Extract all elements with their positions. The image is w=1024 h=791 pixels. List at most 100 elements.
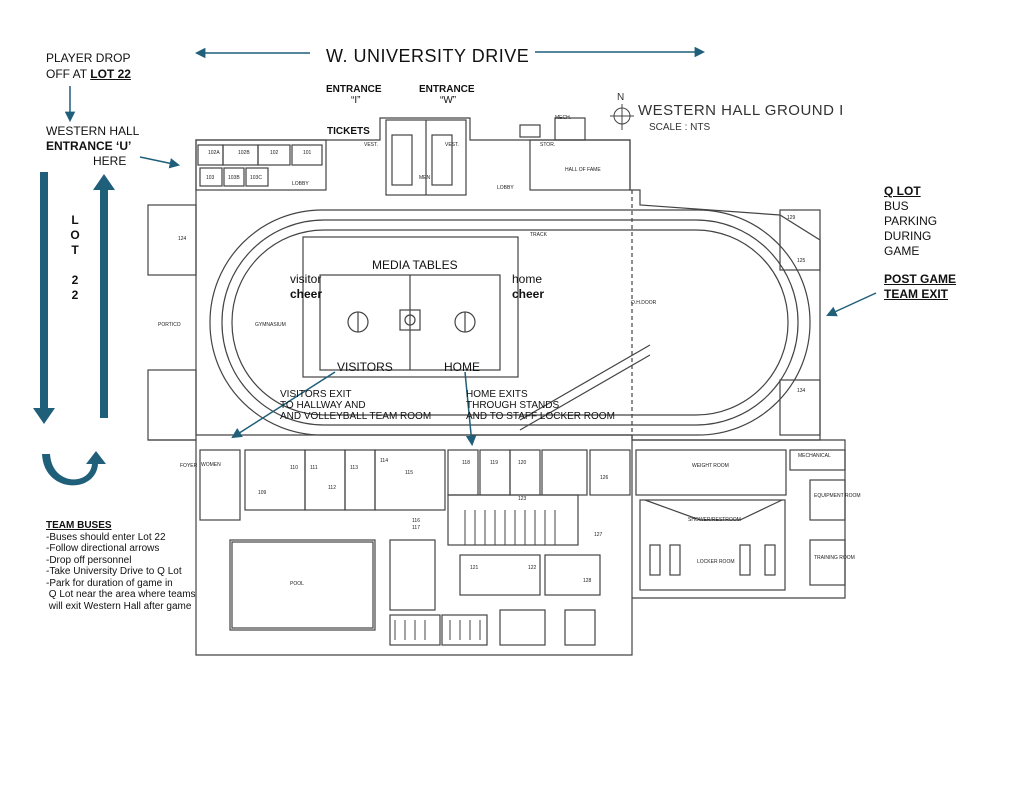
entrance-w-title: ENTRANCE <box>419 84 475 95</box>
street-name: W. UNIVERSITY DRIVE <box>326 46 530 66</box>
q-lot-title: Q LOT <box>884 184 921 198</box>
room-number: 114 <box>380 458 388 464</box>
team-buses-title: TEAM BUSES <box>46 520 112 531</box>
room-number: 134 <box>797 388 806 394</box>
visitors-exit-line: VISITORS EXIT <box>280 389 352 400</box>
room-number: 101 <box>303 150 312 156</box>
entrance-u-line2: ENTRANCE ‘U’ <box>46 139 132 153</box>
plan-label: LOCKER ROOM <box>697 559 735 565</box>
home-exit-arrow <box>464 371 477 447</box>
room-number: 127 <box>594 532 603 538</box>
lot22-letter: L <box>71 213 79 227</box>
entrance-i-title: ENTRANCE <box>326 84 382 95</box>
post-game-line2: TEAM EXIT <box>884 287 949 301</box>
entrance-u-arrow <box>139 156 181 169</box>
plan-title: WESTERN HALL GROUND I <box>638 102 844 119</box>
north-letter: N <box>617 92 625 103</box>
room-number: 103B <box>228 175 240 181</box>
entrance-u-line3: HERE <box>93 154 127 168</box>
plan-label: O.H.DOOR <box>631 300 657 306</box>
visitor-label: visitor <box>290 272 322 286</box>
plan-label: HALL OF FAME <box>565 167 601 173</box>
room-number: 124 <box>178 236 187 242</box>
team-buses-line: -Take University Drive to Q Lot <box>46 566 182 577</box>
player-drop-line1: PLAYER DROP <box>46 51 131 65</box>
visitors-exit-arrow <box>231 371 336 439</box>
plan-label: MECHANICAL <box>798 453 831 459</box>
plan-label: VEST. <box>364 142 378 148</box>
room-number: 122 <box>528 565 537 571</box>
room-number: 111 <box>310 465 318 471</box>
home-caps-label: HOME <box>444 360 480 374</box>
plan-label: TRACK <box>530 232 547 238</box>
home-exits-line: THROUGH STANDS <box>466 400 560 411</box>
room-number: 125 <box>797 258 806 264</box>
pool <box>231 541 374 629</box>
room-number: 113 <box>350 465 358 471</box>
plan-label: SHOWER/RESTROOM <box>688 517 741 523</box>
plan-label: WOMEN <box>201 462 221 468</box>
room-number: 118 <box>462 460 470 466</box>
team-buses-notes: TEAM BUSES -Buses should enter Lot 22 -F… <box>46 520 196 612</box>
lot22-letter: O <box>70 228 80 242</box>
running-track <box>209 209 811 436</box>
player-drop-lot: LOT 22 <box>90 67 131 81</box>
visitors-exit-line: TO HALLWAY AND <box>280 400 366 411</box>
room-number: 128 <box>583 578 592 584</box>
team-buses-line: -Buses should enter Lot 22 <box>46 531 166 543</box>
tickets-label: TICKETS <box>327 126 370 137</box>
plan-label: EQUIPMENT ROOM <box>814 493 861 499</box>
q-lot-line: BUS <box>884 199 909 213</box>
room-number: 109 <box>258 490 267 496</box>
team-buses-line: -Drop off personnel <box>46 554 132 566</box>
visitors-label: VISITORS <box>337 360 393 374</box>
room-number: 117 <box>412 525 420 531</box>
entrance-w-letter: “W” <box>440 95 457 106</box>
lot22-letter: 2 <box>71 273 79 287</box>
room-number: 126 <box>600 475 609 481</box>
room-number: 102A <box>208 150 220 156</box>
plan-label: LOBBY <box>497 185 514 191</box>
plan-label: VEST. <box>445 142 459 148</box>
lot22-letter: 2 <box>71 288 79 302</box>
home-exits-note: HOME EXITS THROUGH STANDS AND TO STAFF L… <box>466 389 615 422</box>
team-buses-line: Q Lot near the area where teams <box>46 589 196 600</box>
home-exits-line: HOME EXITS <box>466 389 528 400</box>
q-lot-line: DURING <box>884 229 932 243</box>
team-buses-line: will exit Western Hall after game <box>46 600 192 612</box>
plan-scale: SCALE : NTS <box>649 122 711 133</box>
room-number: 102B <box>238 150 250 156</box>
team-buses-line: -Follow directional arrows <box>46 543 160 554</box>
room-number: 103 <box>206 175 215 181</box>
room-number: 112 <box>328 485 336 491</box>
plan-label: STOR. <box>540 142 556 148</box>
media-tables-label: MEDIA TABLES <box>372 258 458 272</box>
player-drop-prefix: OFF AT <box>46 67 91 81</box>
north-arrow-icon <box>610 104 634 130</box>
home-label: home <box>512 272 543 286</box>
visitors-exit-note: VISITORS EXIT TO HALLWAY AND AND VOLLEYB… <box>280 389 431 422</box>
entrance-u-line1: WESTERN HALL <box>46 124 140 138</box>
plan-label: LOBBY <box>292 181 309 187</box>
room-number: 116 <box>412 518 420 524</box>
entrance-i-letter: “I” <box>351 95 361 106</box>
post-game-arrow <box>826 292 877 317</box>
visitor-cheer-label: cheer <box>290 287 323 301</box>
lot22-letter <box>70 258 80 273</box>
room-number: 121 <box>470 565 479 571</box>
plan-label: FOYER <box>180 463 198 469</box>
plan-label: MECH. <box>555 115 572 121</box>
q-lot-line: GAME <box>884 244 920 258</box>
team-buses-line: -Park for duration of game in <box>46 577 173 589</box>
room-number: 103C <box>250 175 262 181</box>
plan-label: PORTICO <box>158 322 181 328</box>
room-number: 115 <box>405 470 413 476</box>
plan-label: GYMNASIUM <box>255 322 286 328</box>
room-number: 129 <box>787 215 796 221</box>
plan-label: POOL <box>290 581 304 587</box>
visitors-exit-line: AND VOLLEYBALL TEAM ROOM <box>280 411 432 422</box>
plan-label: TRAINING ROOM <box>814 555 855 561</box>
lot22-arrows <box>33 172 115 486</box>
lot22-vertical: L O T 2 2 <box>70 213 80 303</box>
